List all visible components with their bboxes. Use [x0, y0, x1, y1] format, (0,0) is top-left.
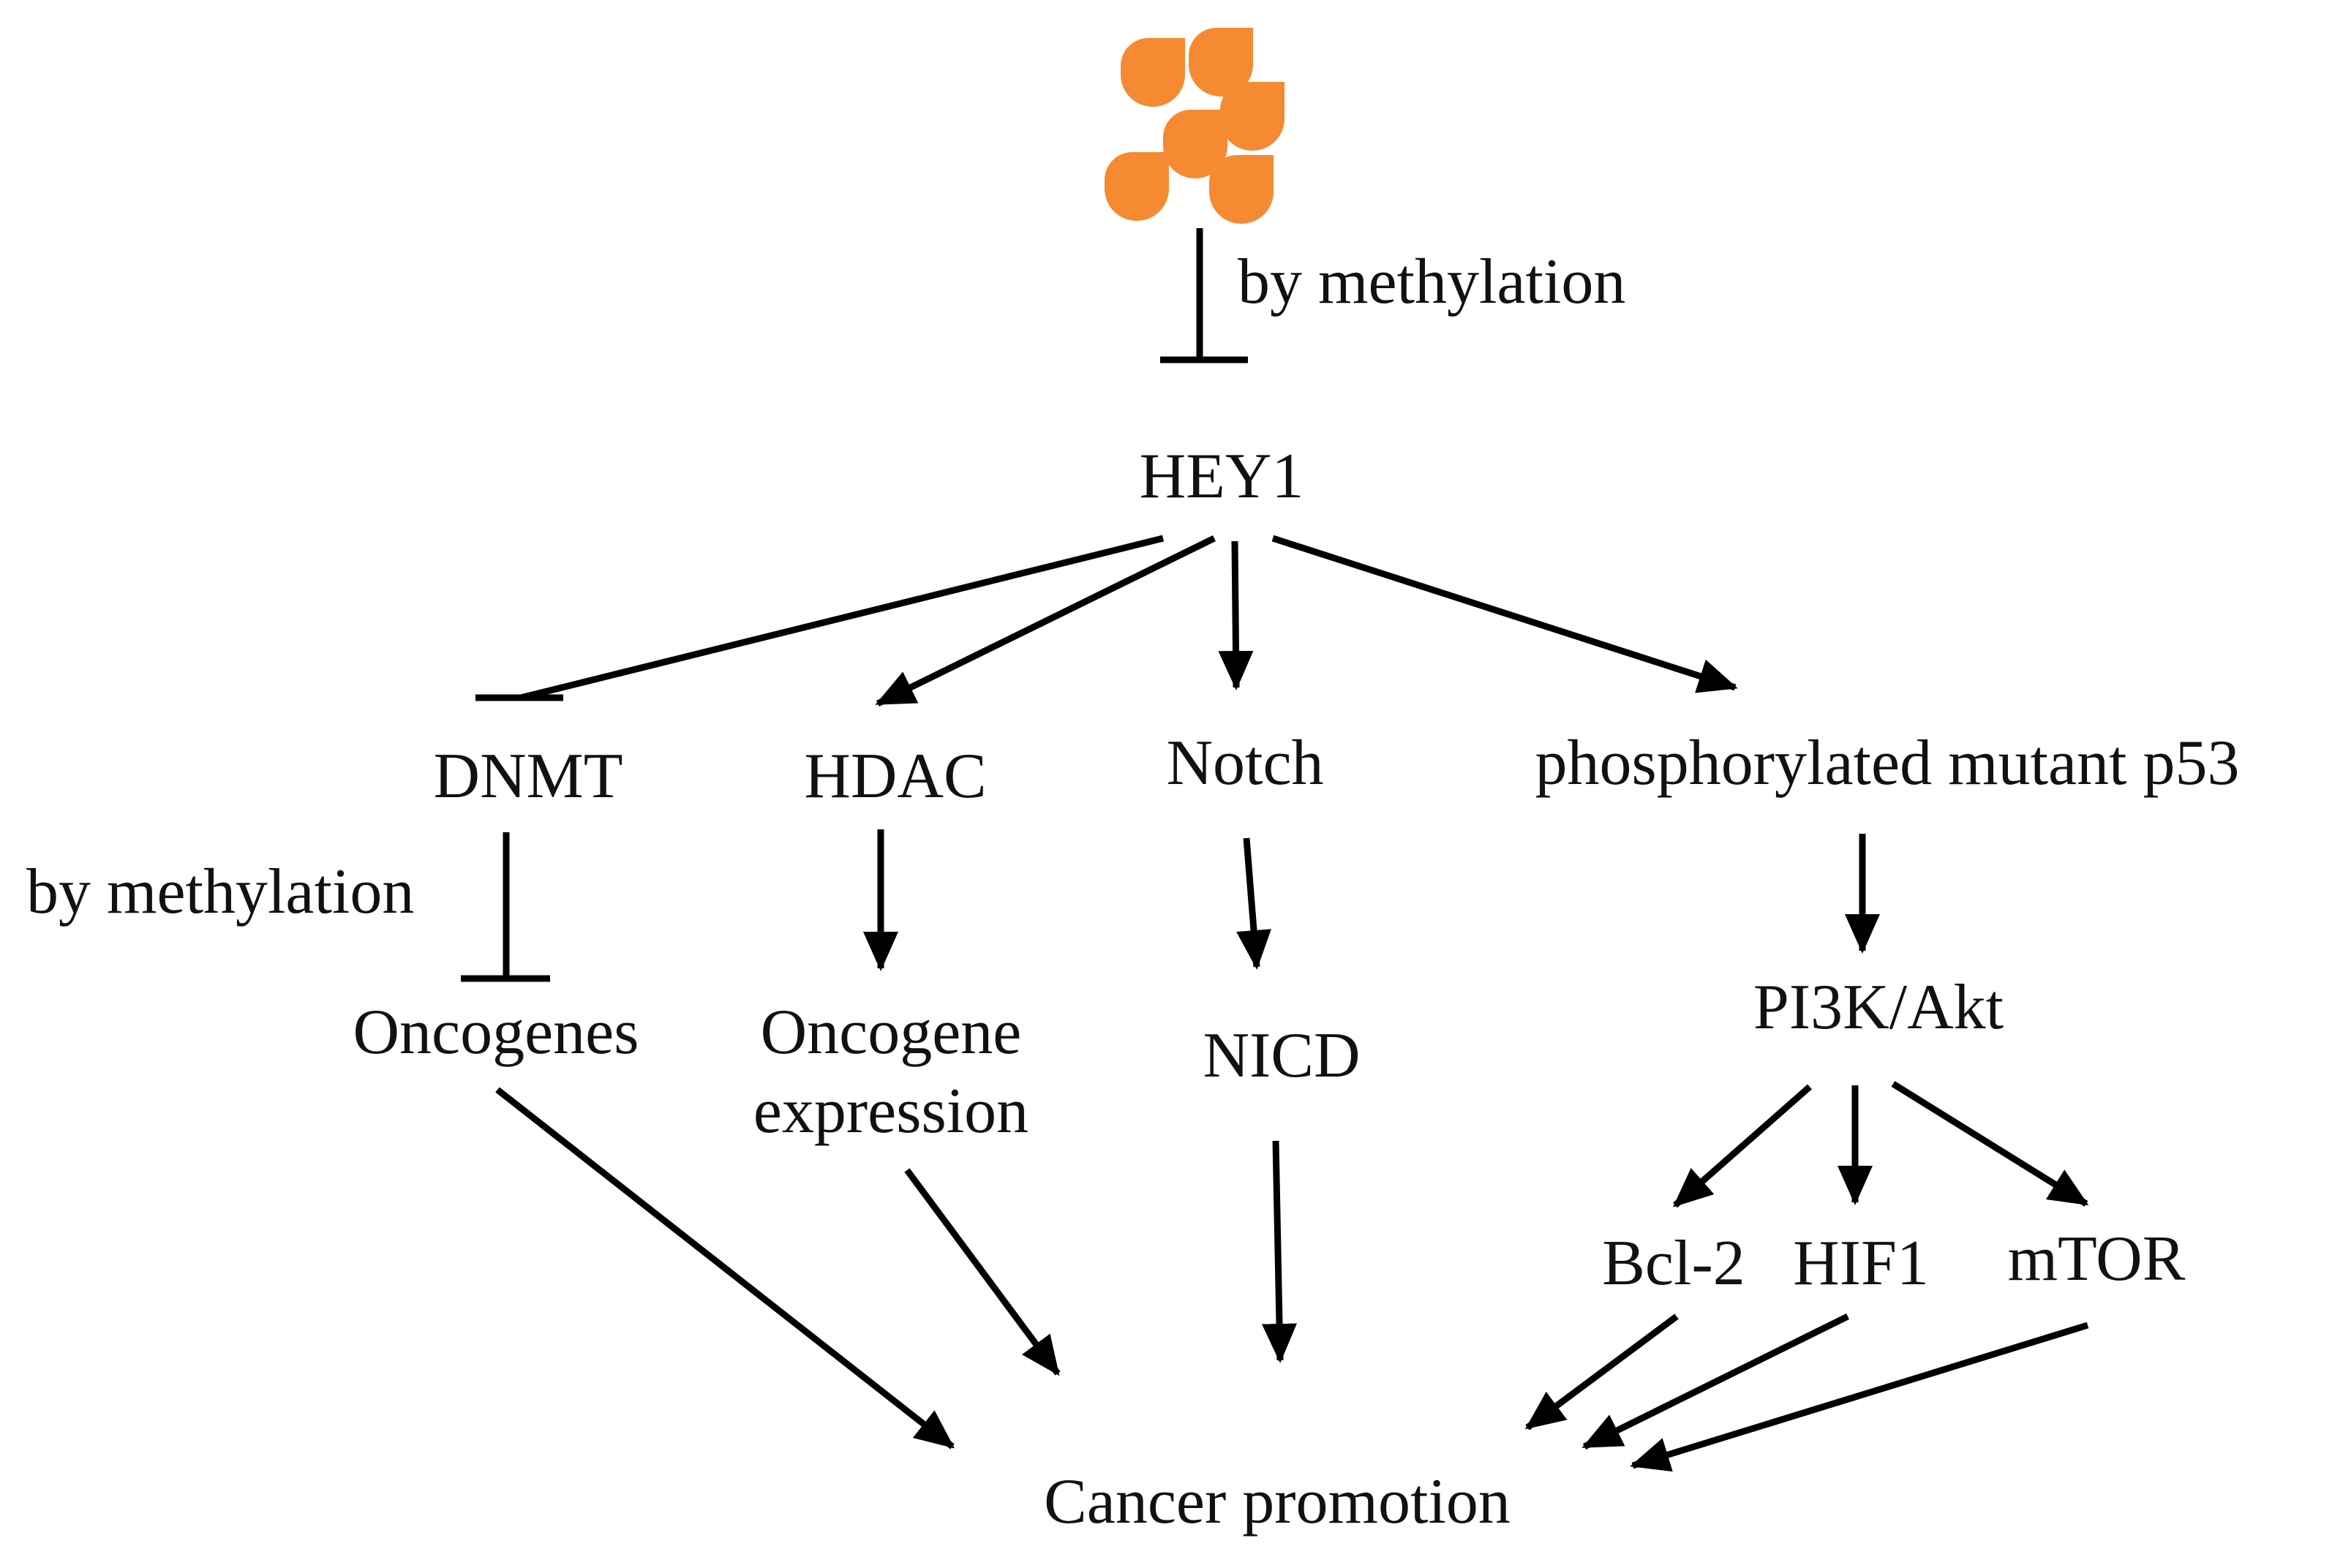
activation-edge-bcl2-cancer — [1524, 1313, 1679, 1431]
activation-edge-hey1-p53 — [1271, 535, 1738, 693]
node-cancer-promotion: Cancer promotion — [1044, 1466, 1511, 1537]
node-hey1: HEY1 — [1140, 441, 1304, 512]
activation-edge-pi3k-mtor — [1891, 1081, 2089, 1207]
activation-edge-mtor-cancer — [1630, 1322, 2089, 1472]
seed-icon — [1121, 38, 1185, 107]
node-hdac: HDAC — [804, 741, 986, 812]
seed-icon — [1105, 152, 1169, 221]
seed-icon — [1189, 28, 1253, 97]
node-pi3k-akt: PI3K/Akt — [1753, 972, 2004, 1043]
activation-edge-oncogene-expression-cancer — [904, 1168, 1061, 1376]
node-p53: phosphorylated mutant p53 — [1535, 728, 2240, 799]
node-oncogenes: Oncogenes — [353, 997, 639, 1068]
edge-label-by-methylation: by methylation — [1238, 246, 1625, 317]
activation-edge-notch-nicd — [1236, 837, 1271, 970]
activation-edge-pi3k-bcl2 — [1672, 1084, 1812, 1208]
node-dnmt: DNMT — [433, 741, 623, 812]
seed-icon — [1163, 110, 1227, 178]
activation-edge-oncogenes-cancer — [495, 1087, 955, 1450]
seeds-icon — [1105, 28, 1285, 224]
node-nicd: NICD — [1203, 1020, 1360, 1091]
edge-label-by-methylation-dnmt: by methylation — [26, 856, 414, 927]
activation-edge-nicd-cancer — [1262, 1140, 1297, 1363]
node-notch: Notch — [1166, 728, 1323, 799]
seed-icon — [1209, 155, 1274, 224]
inhibition-edge-hey1-dnmt — [475, 535, 1165, 701]
node-mtor: mTOR — [2008, 1224, 2186, 1294]
activation-edge-hif1-cancer — [1581, 1313, 1849, 1450]
node-oncogene-expression-line2: expression — [753, 1076, 1028, 1147]
inhibition-edge-dnmt-oncogenes — [461, 832, 550, 982]
node-bcl2: Bcl-2 — [1602, 1228, 1745, 1299]
node-oncogene-expression-line1: Oncogene — [761, 997, 1022, 1068]
activation-edge-hey1-notch — [1218, 540, 1254, 690]
inhibition-edge-source-hey1 — [1160, 228, 1248, 363]
node-hif1: HIF1 — [1793, 1228, 1929, 1299]
activation-edge-hey1-hdac — [875, 535, 1216, 707]
seed-icon — [1220, 82, 1285, 151]
